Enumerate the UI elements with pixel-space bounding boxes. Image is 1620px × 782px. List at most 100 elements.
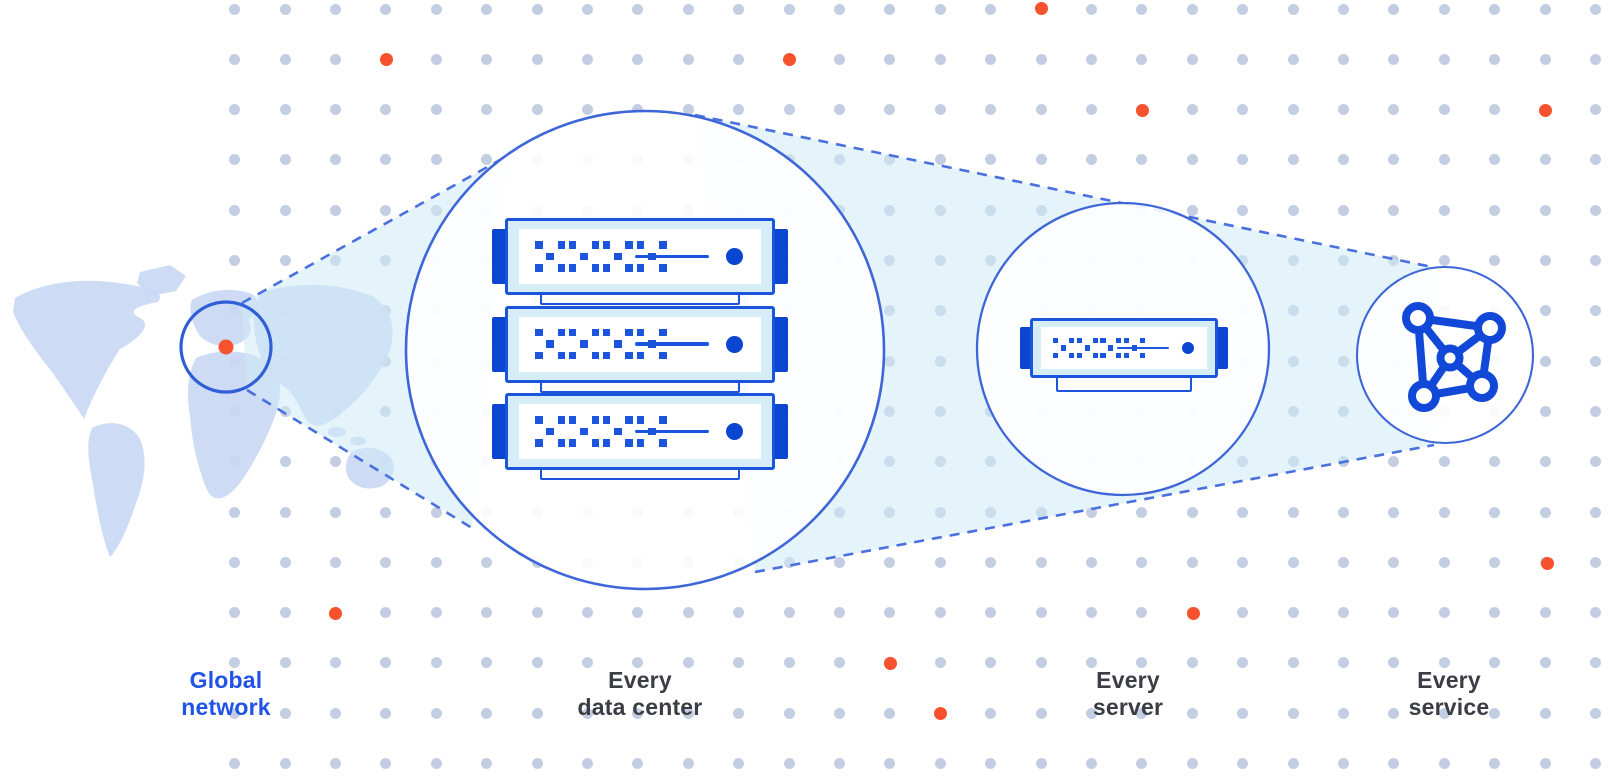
grid-dot — [279, 758, 291, 769]
grid-dot — [1539, 657, 1551, 669]
grid-dot — [531, 104, 543, 116]
server-status-line — [1117, 346, 1169, 350]
orange-grid-dot — [883, 656, 897, 670]
grid-dot — [1035, 53, 1047, 65]
vent-dot — [568, 241, 577, 249]
grid-dot — [1287, 3, 1299, 15]
grid-dot — [1287, 607, 1299, 619]
grid-dot — [1287, 657, 1299, 669]
vent-dot — [614, 427, 622, 436]
grid-dot — [581, 53, 593, 65]
vent-dot — [580, 252, 588, 261]
grid-dot — [1287, 556, 1299, 568]
grid-dot — [380, 758, 392, 769]
grid-dot — [229, 3, 241, 15]
vent-dot — [568, 439, 577, 447]
grid-dot — [733, 3, 745, 15]
grid-dot — [581, 707, 593, 719]
vent-dot — [1092, 337, 1098, 343]
vent-dot — [636, 328, 645, 337]
grid-dot — [279, 104, 291, 116]
grid-dot — [1035, 607, 1047, 619]
grid-dot — [783, 104, 795, 116]
grid-dot — [833, 707, 845, 719]
vent-dot — [659, 328, 667, 337]
orange-grid-dot — [1538, 103, 1552, 117]
caption-line: network — [181, 694, 271, 720]
vent-dot — [636, 351, 645, 360]
grid-dot — [1237, 657, 1249, 669]
map-highlight-circle — [179, 300, 273, 394]
grid-dot — [1438, 707, 1450, 719]
zoom-cone-edge — [241, 153, 510, 305]
vent-dot — [557, 264, 566, 272]
grid-dot — [682, 104, 694, 116]
grid-dot — [1589, 104, 1601, 116]
grid-dot — [1388, 3, 1400, 15]
grid-dot — [733, 53, 745, 65]
grid-dot — [581, 104, 593, 116]
grid-dot — [1438, 556, 1450, 568]
grid-dot — [380, 204, 392, 216]
vent-dot — [535, 439, 543, 447]
grid-dot — [279, 707, 291, 719]
vent-dot — [557, 328, 566, 337]
grid-dot — [934, 657, 946, 669]
label-every-service: Every service — [1339, 667, 1559, 721]
grid-dot — [279, 53, 291, 65]
vent-dot — [1139, 353, 1146, 359]
server-tray — [540, 293, 740, 305]
zoom-cone-edge — [754, 443, 1435, 574]
grid-dot — [1237, 53, 1249, 65]
grid-dot — [1186, 204, 1198, 216]
vent-dot — [1100, 353, 1106, 359]
grid-dot — [1287, 204, 1299, 216]
grid-dot — [934, 3, 946, 15]
grid-dot — [430, 607, 442, 619]
vent-dot — [591, 264, 599, 272]
vent-dot — [659, 439, 667, 447]
server-status-line — [635, 342, 709, 346]
orange-grid-dot — [782, 52, 796, 66]
vent-dot — [625, 264, 633, 272]
grid-dot — [380, 707, 392, 719]
grid-dot — [581, 657, 593, 669]
grid-dot — [1539, 305, 1551, 317]
grid-dot — [1085, 707, 1097, 719]
grid-dot — [985, 154, 997, 166]
vent-dot — [636, 439, 645, 447]
grid-dot — [1539, 456, 1551, 468]
grid-dot — [1337, 707, 1349, 719]
grid-dot — [1237, 758, 1249, 769]
grid-dot — [632, 758, 644, 769]
grid-dot — [1388, 53, 1400, 65]
grid-dot — [1539, 255, 1551, 266]
grid-dot — [1388, 506, 1400, 518]
grid-dot — [229, 758, 241, 769]
grid-dot — [1539, 758, 1551, 769]
grid-dot — [279, 204, 291, 216]
grid-dot — [1438, 53, 1450, 65]
grid-dot — [380, 607, 392, 619]
vent-dot — [659, 416, 667, 424]
grid-dot — [531, 758, 543, 769]
server-led — [1182, 342, 1194, 354]
grid-dot — [1085, 154, 1097, 166]
caption-line: Every — [608, 667, 672, 693]
grid-dot — [884, 758, 896, 769]
vent-dot — [535, 264, 543, 272]
grid-dot — [229, 255, 241, 266]
grid-dot — [481, 154, 493, 166]
grid-dot — [1237, 204, 1249, 216]
grid-dot — [934, 53, 946, 65]
grid-dot — [229, 607, 241, 619]
grid-dot — [531, 53, 543, 65]
vent-dot — [591, 241, 599, 249]
grid-dot — [1035, 707, 1047, 719]
grid-dot — [329, 3, 341, 15]
grid-dot — [1438, 506, 1450, 518]
grid-dot — [1489, 204, 1501, 216]
grid-dot — [430, 556, 442, 568]
grid-dot — [481, 758, 493, 769]
grid-dot — [430, 104, 442, 116]
